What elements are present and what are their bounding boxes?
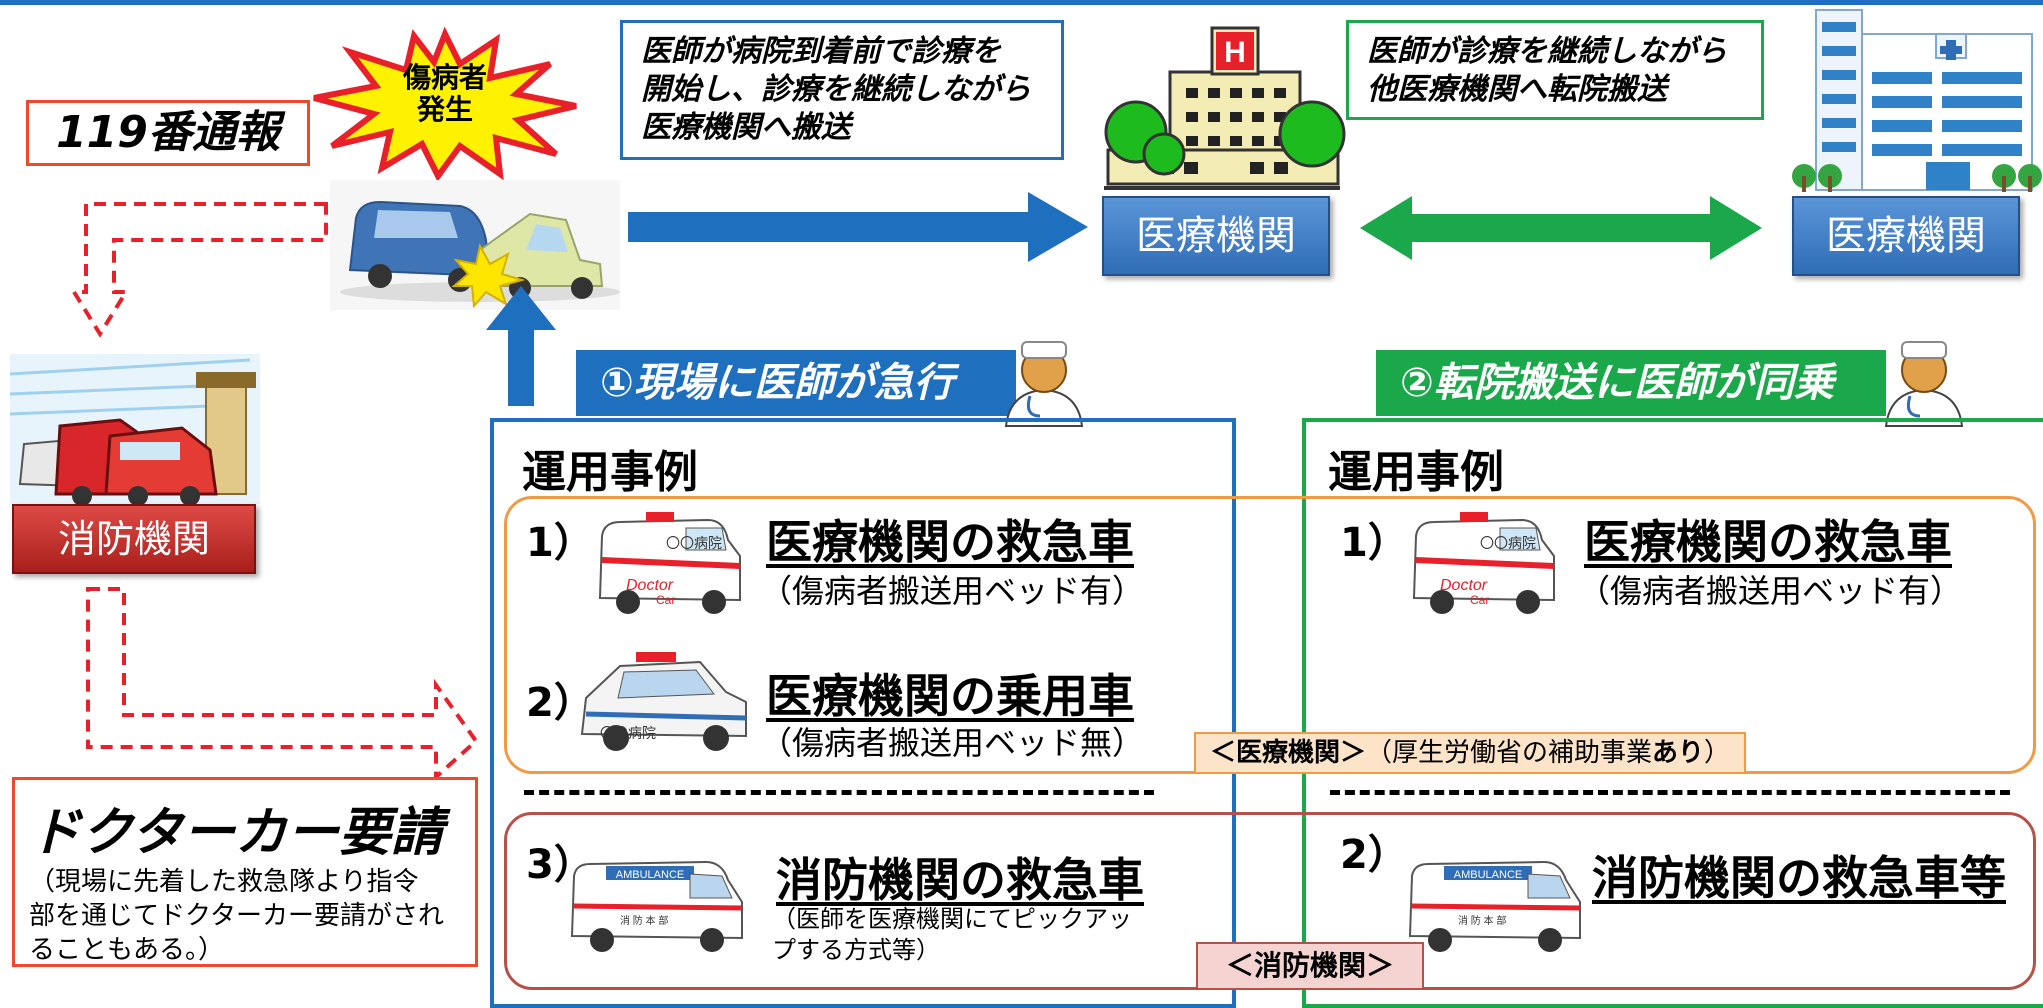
left-item-1-sub: （傷病者搬送用ベッド有） [760,572,1145,610]
right-item-1-sub: （傷病者搬送用ベッド有） [1578,572,1963,610]
dashed-arrow-right-icon [86,587,479,782]
right-panel-heading: 運用事例 [1328,447,1504,498]
left-divider [524,790,1154,795]
callout-transfer: 医師が診療を継続しながら 他医療機関へ転院搬送 [1346,20,1764,120]
callout-prehospital: 医師が病院到着前で診療を 開始し、診療を継続しながら 医療機関へ搬送 [620,20,1064,160]
fire-station-icon [9,354,260,506]
doctor-text: Doctor [626,577,674,594]
callout-green-line-1: 医師が診療を継続しながら [1367,34,1727,69]
doctor-car-request-box: ドクターカー要請 （現場に先着した救急隊より指令 部を通じてドクターカー要請がさ… [12,777,478,967]
svg-text:H: H [1224,36,1246,69]
tab-transfer-escort: ②転院搬送に医師が同乗 [1376,350,1886,416]
hospital-ambulance-icon: 〇〇病院 Doctor Car [1412,512,1555,614]
hospital-car-text: 〇〇病院 [1480,535,1536,551]
casualty-line-2: 発生 [416,93,473,126]
medical-tag-emph: あり [1652,738,1705,768]
left-item-2-sub: （傷病者搬送用ベッド無） [760,724,1145,762]
casualty-burst-label: 傷病者 発生 [370,62,520,126]
callout-blue-line-1: 医師が病院到着前で診療を [641,34,1001,69]
car-crash-icon [330,180,620,310]
hospital-label-1: 医療機関 [1102,196,1330,276]
right-item-1-title: 医療機関の救急車 [1584,515,1952,569]
right-item-2-title: 消防機関の救急車等 [1592,851,2006,905]
arrow-right-icon [628,192,1088,262]
callout-blue-line-2: 開始し、診療を継続しながら [641,72,1031,107]
double-arrow-icon [1360,196,1762,260]
car-text: Car [1470,593,1489,607]
doctor-car-request-note-3: ることもある。） [29,935,225,965]
hospital-car-text: 〇〇病院 [666,535,722,551]
ambulance-text: AMBULANCE [616,869,684,881]
car-text: Car [656,593,675,607]
report-119-text: 119番通報 [56,107,280,158]
tab-doctor-rush-label: ①現場に医師が急行 [600,360,954,406]
doctor-car-request-note-2: 部を通じてドクターカー要請がされ [29,901,444,931]
fire-ambulance-icon: AMBULANCE 消 防 本 部 [1408,860,1581,952]
fire-dept-text: 消 防 本 部 [620,914,668,927]
hospital-label-2: 医療機関 [1792,196,2020,276]
callout-green-line-2: 他医療機関へ転院搬送 [1367,72,1667,107]
right-divider [1330,790,2010,795]
left-item-1-title: 医療機関の救急車 [766,515,1134,569]
hospital-label-2-text: 医療機関 [1826,213,1986,259]
doctor-icon [1884,341,1964,427]
left-item-3-sub-line-1: （医師を医療機関にてピックアッ [772,905,1132,933]
left-panel-heading: 運用事例 [522,447,698,498]
medical-tag-close: ） [1704,738,1731,768]
left-item-3-sub-line-2: プする方式等） [772,936,940,964]
top-bar [0,0,2043,5]
left-item-1-num: 1） [526,520,594,566]
report-119-box: 119番通報 [26,100,310,166]
medical-tag-bracket: ＜医療機関＞ [1210,738,1367,768]
left-item-3-title: 消防機関の救急車 [776,853,1144,907]
medical-institution-tag: ＜医療機関＞（厚生労働省の補助事業あり） [1194,732,1747,774]
fire-station-label-text: 消防機関 [57,517,210,561]
doctor-icon [1004,341,1084,427]
casualty-burst-icon [313,26,577,182]
left-item-3-sub: （医師を医療機関にてピックアッ プする方式等） [772,904,1152,966]
tab-transfer-escort-label: ②転院搬送に医師が同乗 [1400,360,1834,406]
ambulance-text: AMBULANCE [1454,869,1522,881]
tab-doctor-rush: ①現場に医師が急行 [576,350,1016,416]
fire-institution-tag: ＜消防機関＞ [1196,942,1424,990]
doctor-car-request-note-1: （現場に先着した救急隊より指令 [29,867,419,897]
callout-blue-line-3: 医療機関へ搬送 [641,110,851,145]
medical-tag-text: （厚生労働省の補助事業 [1366,738,1653,768]
hospital-sedan-icon: 〇〇病院 [580,652,747,751]
left-item-2-title: 医療機関の乗用車 [766,669,1134,723]
doctor-car-request-title: ドクターカー要請 [29,803,443,863]
right-item-1-num: 1） [1340,520,1408,566]
hospital-ambulance-icon: 〇〇病院 Doctor Car [598,512,741,614]
fire-station-label: 消防機関 [12,504,256,574]
fire-ambulance-icon: AMBULANCE 消 防 本 部 [570,860,743,952]
hospital-building-icon: H [1104,26,1346,190]
fire-tag-text: ＜消防機関＞ [1225,949,1394,982]
left-item-2-num: 2） [526,680,594,726]
hospital-label-1-text: 医療機関 [1136,213,1296,259]
right-item-2-num: 2） [1340,832,1408,878]
doctor-text: Doctor [1440,577,1488,594]
dashed-arrow-down-icon [70,202,328,338]
arrow-up-icon [486,286,556,406]
fire-dept-text: 消 防 本 部 [1458,914,1506,927]
large-hospital-icon [1792,9,2042,192]
casualty-line-1: 傷病者 [402,61,487,94]
